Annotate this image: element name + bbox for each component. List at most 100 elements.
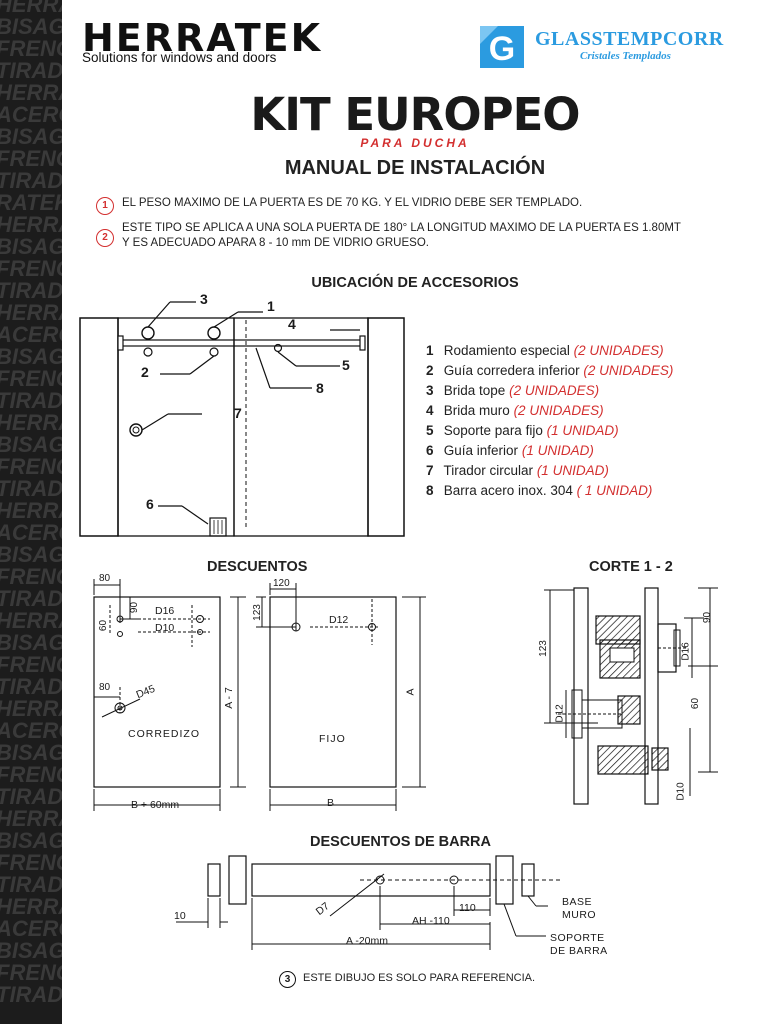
barra-diagram (176, 855, 562, 950)
dimension-label: 120 (273, 578, 290, 589)
strip-word: FRENO (0, 366, 62, 391)
strip-word: TIRADOR (0, 168, 62, 193)
strip-word: FRENO (0, 652, 62, 677)
page-title: KIT EUROPEO (250, 88, 580, 141)
strip-word: TIRADOR (0, 58, 62, 83)
dimension-label: D16 (680, 642, 692, 661)
dimension-label: 90 (702, 611, 714, 624)
legend-item: 5 Soporte para fijo (1 UNIDAD) (426, 423, 619, 438)
dimension-label: 110 (459, 902, 476, 914)
strip-word: HERRATEK (0, 300, 62, 325)
strip-word: HERRATEK (0, 212, 62, 237)
reference-number: 3 (279, 971, 296, 988)
brand-tagline: Solutions for windows and doors (82, 50, 277, 65)
dimension-label: D10 (155, 622, 175, 634)
strip-word: HERRATEK (0, 696, 62, 721)
note-text: Y ES ADECUADO APARA 8 - 10 mm DE VIDRIO … (122, 237, 429, 249)
strip-word: HERRATEK (0, 498, 62, 523)
strip-word: TIRADOR (0, 784, 62, 809)
accessories-title: UBICACIÓN DE ACCESORIOS (311, 275, 519, 291)
decorative-side-strip: HERRATEKBISAGRAFRENOTIRADORHERRATEKACERO… (0, 0, 62, 1024)
dimension-label: A (404, 688, 417, 696)
note-number: 1 (96, 197, 114, 215)
descuentos-title: DESCUENTOS (207, 559, 308, 575)
strip-word: TIRADOR (0, 674, 62, 699)
barra-title: DESCUENTOS DE BARRA (310, 834, 492, 850)
diagram-callout: 8 (316, 380, 324, 396)
legend-item: 3 Brida tope (2 UNIDADES) (426, 383, 600, 398)
strip-word: BISAGRA (0, 828, 62, 853)
note-text: EL PESO MAXIMO DE LA PUERTA ES DE 70 KG.… (122, 197, 583, 209)
strip-words: HERRATEKBISAGRAFRENOTIRADORHERRATEKACERO… (0, 0, 62, 1006)
strip-word: HERRATEK (0, 806, 62, 831)
strip-word: BISAGRA (0, 938, 62, 963)
strip-word: FRENO (0, 36, 62, 61)
page-subtitle: PARA DUCHA (360, 136, 470, 150)
svg-text:G: G (489, 30, 515, 68)
dimension-label: 123 (537, 640, 549, 657)
strip-word: HERRATEK (0, 410, 62, 435)
strip-word: TIRADOR (0, 388, 62, 413)
panel-label: FIJO (319, 733, 346, 745)
strip-word: BISAGRA (0, 234, 62, 259)
dimension-label: D12 (554, 704, 566, 723)
strip-word: BISAGRA (0, 630, 62, 655)
strip-word: FRENO (0, 960, 62, 985)
corte-title: CORTE 1 - 2 (589, 559, 673, 575)
diagram-callout: 2 (141, 364, 149, 380)
note-number: 2 (96, 229, 114, 247)
strip-word: TIRADOR (0, 278, 62, 303)
partner-logo-icon: G (480, 26, 524, 68)
strip-word: ACERO (0, 322, 62, 347)
strip-word: BISAGRA (0, 124, 62, 149)
strip-word: BISAGRA (0, 542, 62, 567)
strip-word: RATEK (0, 190, 62, 215)
dimension-label: A -20mm (346, 935, 389, 947)
legend-item: 4 Brida muro (2 UNIDADES) (426, 403, 604, 418)
diagram-callout: 1 (267, 298, 275, 314)
panel-label: CORREDIZO (128, 728, 200, 740)
strip-word: FRENO (0, 762, 62, 787)
dimension-label: 123 (251, 604, 263, 621)
strip-word: HERRATEK (0, 0, 62, 17)
strip-word: TIRADOR (0, 982, 62, 1007)
diagram-callout: 3 (200, 291, 208, 307)
dimension-label: D10 (675, 782, 687, 801)
strip-word: HERRATEK (0, 894, 62, 919)
strip-word: BISAGRA (0, 432, 62, 457)
legend-item: 2 Guía corredera inferior (2 UNIDADES) (426, 363, 674, 378)
partner-name: GLASSTEMPCORR (535, 28, 724, 50)
dimension-label: B (327, 797, 335, 809)
strip-word: TIRADOR (0, 476, 62, 501)
strip-word: HERRATEK (0, 608, 62, 633)
partner-tagline: Cristales Templados (580, 50, 671, 62)
strip-word: ACERO (0, 916, 62, 941)
corte-diagram (544, 587, 718, 805)
strip-word: ACERO (0, 718, 62, 743)
strip-word: ACERO (0, 102, 62, 127)
dimension-label: D16 (155, 605, 175, 617)
reference-text: ESTE DIBUJO ES SOLO PARA REFERENCIA. (303, 972, 536, 984)
dimension-label: A - 7 (222, 687, 235, 709)
strip-word: HERRATEK (0, 80, 62, 105)
strip-word: FRENO (0, 146, 62, 171)
strip-word: BISAGRA (0, 344, 62, 369)
dimension-label: 80 (99, 573, 111, 584)
strip-word: FRENO (0, 454, 62, 479)
legend-item: 8 Barra acero inox. 304 ( 1 UNIDAD) (426, 483, 653, 498)
strip-word: BISAGRA (0, 14, 62, 39)
dimension-label: D12 (329, 614, 349, 626)
strip-word: TIRADOR (0, 586, 62, 611)
diagram-callout: 5 (342, 357, 350, 373)
note-text: ESTE TIPO SE APLICA A UNA SOLA PUERTA DE… (122, 222, 681, 234)
dimension-label: 60 (98, 619, 110, 632)
manual-title: MANUAL DE INSTALACIÓN (284, 157, 546, 179)
strip-word: TIRADOR (0, 872, 62, 897)
accessories-legend: 1 Rodamiento especial (2 UNIDADES) 2 Guí… (426, 341, 673, 501)
dimension-label: 60 (690, 697, 702, 710)
diagram-callout: 7 (234, 405, 242, 421)
strip-word: FRENO (0, 564, 62, 589)
diagram-callout: 6 (146, 496, 154, 512)
